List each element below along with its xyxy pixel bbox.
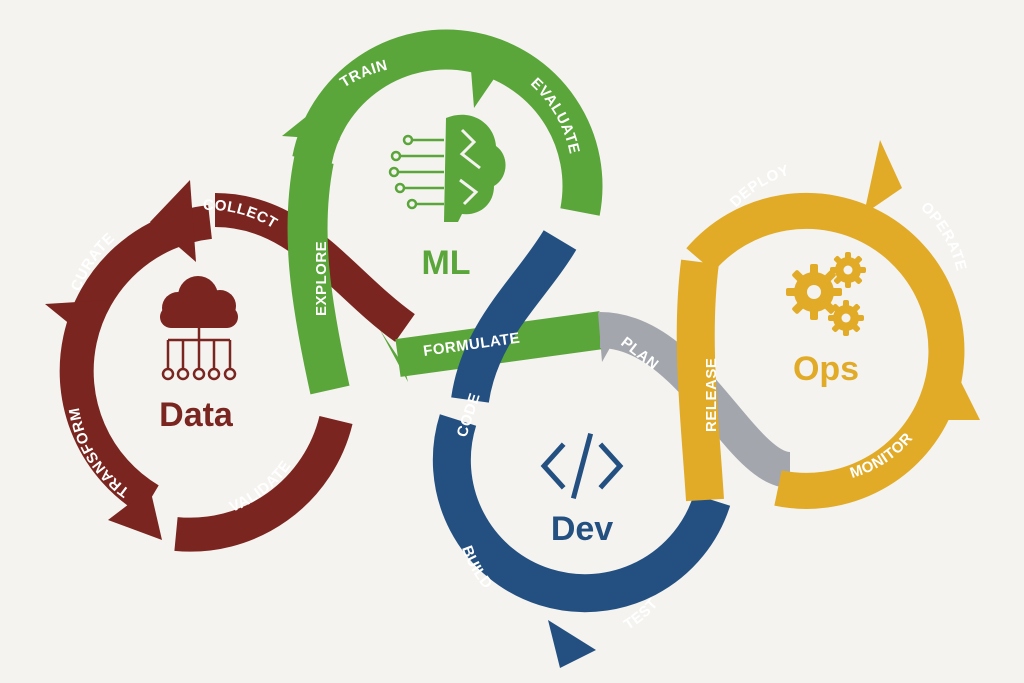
ops-release-band bbox=[676, 259, 724, 502]
data-arrowhead-3 bbox=[45, 300, 110, 330]
ops-ring bbox=[676, 140, 980, 509]
plan-arrowhead bbox=[598, 312, 620, 362]
code-brackets-icon bbox=[540, 432, 624, 500]
category-title-data: Data bbox=[159, 396, 234, 434]
dev-ring bbox=[432, 229, 731, 668]
stage-label-release: RELEASE bbox=[703, 358, 720, 432]
data-ring-segment-left bbox=[59, 205, 213, 515]
brain-circuit-icon bbox=[388, 114, 506, 222]
data-arrowhead-2 bbox=[108, 488, 162, 540]
gears-icon bbox=[786, 252, 866, 336]
ops-arrowhead-2 bbox=[930, 360, 980, 420]
stage-label-explore: EXPLORE bbox=[313, 241, 330, 316]
category-title-dev: Dev bbox=[551, 510, 613, 548]
data-arrowhead bbox=[150, 180, 196, 262]
data-ring bbox=[45, 180, 415, 552]
ops-ring-arc bbox=[686, 192, 965, 509]
data-ring-segment-bottom bbox=[174, 415, 353, 552]
ml-explore-band bbox=[287, 156, 350, 395]
ml-ring bbox=[282, 29, 605, 395]
category-title-ops: Ops bbox=[793, 350, 859, 388]
ml-arrowhead-3 bbox=[380, 330, 408, 382]
ml-arrowhead bbox=[468, 32, 500, 108]
ml-arrowhead-2 bbox=[282, 112, 340, 140]
category-title-ml: ML bbox=[421, 244, 470, 282]
ops-arrowhead bbox=[864, 140, 902, 214]
dev-ring-arc bbox=[432, 414, 731, 613]
dev-arrowhead bbox=[548, 620, 596, 668]
dev-ribbon bbox=[451, 229, 577, 404]
cloud-network-icon bbox=[160, 276, 238, 381]
